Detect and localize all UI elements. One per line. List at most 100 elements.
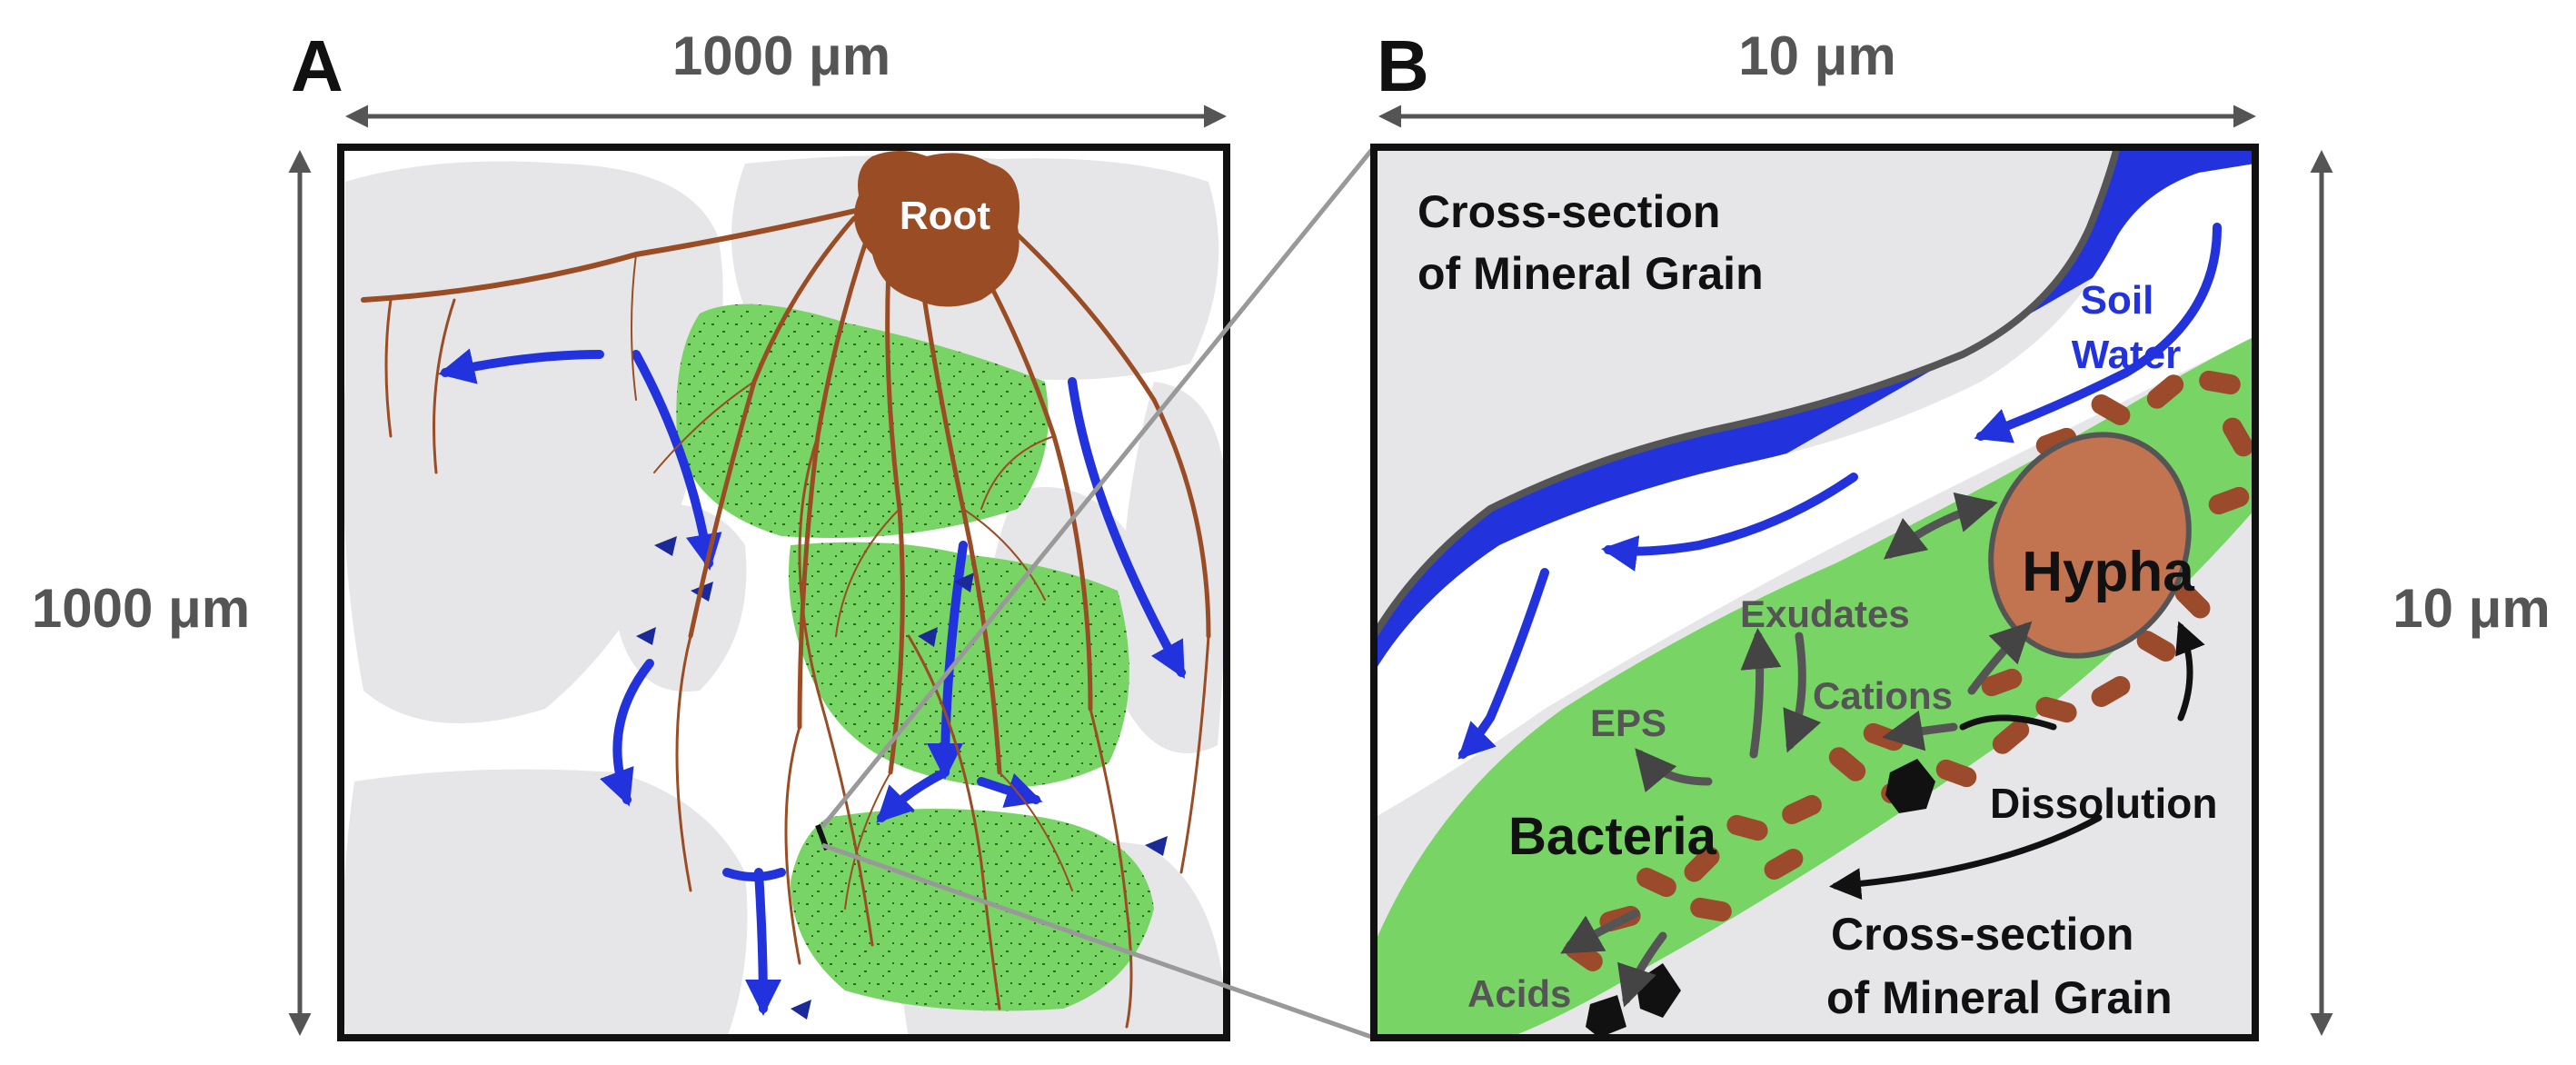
process-arrow xyxy=(1783,632,1822,753)
root-branch xyxy=(433,298,456,474)
water-flow-arrow xyxy=(927,541,968,780)
zoom-connector xyxy=(821,145,1376,1040)
bacterium xyxy=(2208,486,2250,515)
mineral-fragment xyxy=(1885,759,1935,813)
root-branch xyxy=(1089,707,1133,1029)
flow-marker xyxy=(654,536,677,556)
zoom-connector-upper xyxy=(821,145,1376,829)
bacteria-label: Bacteria xyxy=(1508,807,1717,866)
water-flow-arrow xyxy=(1457,568,1549,760)
mineral-fragment xyxy=(1586,995,1626,1038)
root-branch xyxy=(962,508,1046,601)
flow-marker xyxy=(791,1000,811,1020)
bacterium xyxy=(1684,846,1720,882)
flow-marker xyxy=(636,627,656,645)
mineral-grain xyxy=(1121,382,1227,753)
root-branch xyxy=(653,381,755,473)
panel-a-height-label: 1000 μm xyxy=(32,578,250,639)
bacterium xyxy=(1782,794,1822,825)
bacterium xyxy=(2199,370,2241,395)
soil-water-label-line2: Water xyxy=(2072,333,2182,377)
root-branch xyxy=(997,215,1211,639)
water-flow-arrow xyxy=(632,350,722,571)
panel-a: A 1000 μm 1000 μm xyxy=(32,25,1230,1041)
bacterium xyxy=(2136,631,2176,662)
bacterium xyxy=(2223,417,2253,457)
hypha-cell xyxy=(1988,432,2192,659)
exudates-label: Exudates xyxy=(1740,592,1910,635)
grain-bottom-label-line1: Cross-section xyxy=(1831,909,2133,960)
panel-a-root-system xyxy=(361,206,1211,1029)
process-arrow xyxy=(1635,748,1713,793)
root-branch xyxy=(835,508,900,637)
process-arrow xyxy=(1883,492,1998,560)
panel-b-process-arrows xyxy=(1560,492,2033,1008)
bacterium xyxy=(1726,814,1768,841)
root-crown xyxy=(854,151,1019,307)
panel-b-frame xyxy=(1370,144,2259,1041)
grain-bottom-label-line2: of Mineral Grain xyxy=(1826,972,2173,1023)
cations-label: Cations xyxy=(1813,674,1953,717)
pore-water xyxy=(1374,164,2255,818)
dissolution-arrow xyxy=(2175,621,2205,722)
root-branch xyxy=(999,771,1073,891)
water-flow-arrow xyxy=(977,772,1043,808)
panel-b-bottom-grain xyxy=(1545,509,2255,1038)
root-branch xyxy=(675,634,692,892)
grain-top-label-line2: of Mineral Grain xyxy=(1417,248,1764,299)
panel-b-width-label: 10 μm xyxy=(1738,25,1895,86)
process-arrow xyxy=(1967,621,2033,695)
grain-top-label-line1: Cross-section xyxy=(1417,186,1720,237)
eps-label: EPS xyxy=(1590,702,1666,744)
water-flow-arrow xyxy=(1601,473,1858,572)
root-branch xyxy=(384,298,393,438)
root-branch xyxy=(784,725,801,965)
flow-marker xyxy=(1145,836,1168,856)
bacterium xyxy=(1992,720,2030,754)
flow-marker xyxy=(918,627,938,647)
hypha-label: Hypha xyxy=(2022,541,2194,603)
bacterium xyxy=(2035,696,2077,723)
panel-a-soil-scene: Root xyxy=(341,147,1227,1038)
root-branch xyxy=(980,435,1055,510)
mineral-grain xyxy=(342,769,748,1038)
biofilm-patch xyxy=(791,809,1154,1011)
grain-rim xyxy=(1374,147,2121,639)
water-flow-arrow xyxy=(876,768,950,823)
water-flow-arrow xyxy=(744,868,781,1016)
dissolution-label: Dissolution xyxy=(1990,780,2217,827)
panel-a-dark-markers xyxy=(636,536,1168,1020)
biofilm-patch xyxy=(789,542,1129,788)
process-arrow xyxy=(1740,628,1782,759)
panel-a-frame xyxy=(337,144,1230,1041)
process-arrow xyxy=(1882,710,1958,751)
water-flow-arrow xyxy=(438,348,604,384)
bacterium xyxy=(2091,676,2131,707)
zoom-connector-lower xyxy=(821,842,1375,1040)
bacterium xyxy=(1935,759,1977,788)
dissolution-arrow xyxy=(1959,714,2057,731)
bacterium xyxy=(2146,374,2184,409)
bacterium xyxy=(2091,394,2131,425)
bacterium xyxy=(2174,582,2211,619)
panel-b: B 10 μm 10 μm xyxy=(1370,25,2551,1041)
water-flow-arrow xyxy=(1068,377,1186,679)
panel-b-dissolution-arrows xyxy=(1829,621,2205,901)
bacterium xyxy=(1981,668,2023,697)
panel-a-width-label: 1000 μm xyxy=(672,25,890,86)
panel-b-letter: B xyxy=(1377,25,1429,106)
bacterium xyxy=(1690,897,1732,922)
acids-label: Acids xyxy=(1467,972,1571,1015)
bacterium xyxy=(1828,747,1866,781)
root-branch xyxy=(631,254,637,401)
bacterium xyxy=(1764,849,1804,881)
panel-b-height-label: 10 μm xyxy=(2392,578,2550,639)
root-branch xyxy=(1179,634,1210,874)
panel-a-water-flow xyxy=(438,348,1186,1016)
soil-water-label-line1: Soil xyxy=(2081,278,2154,323)
water-flow-arrow xyxy=(600,659,654,807)
root-branch xyxy=(844,771,891,910)
dissolution-arrow xyxy=(1829,814,2103,901)
root-label: Root xyxy=(900,194,991,238)
